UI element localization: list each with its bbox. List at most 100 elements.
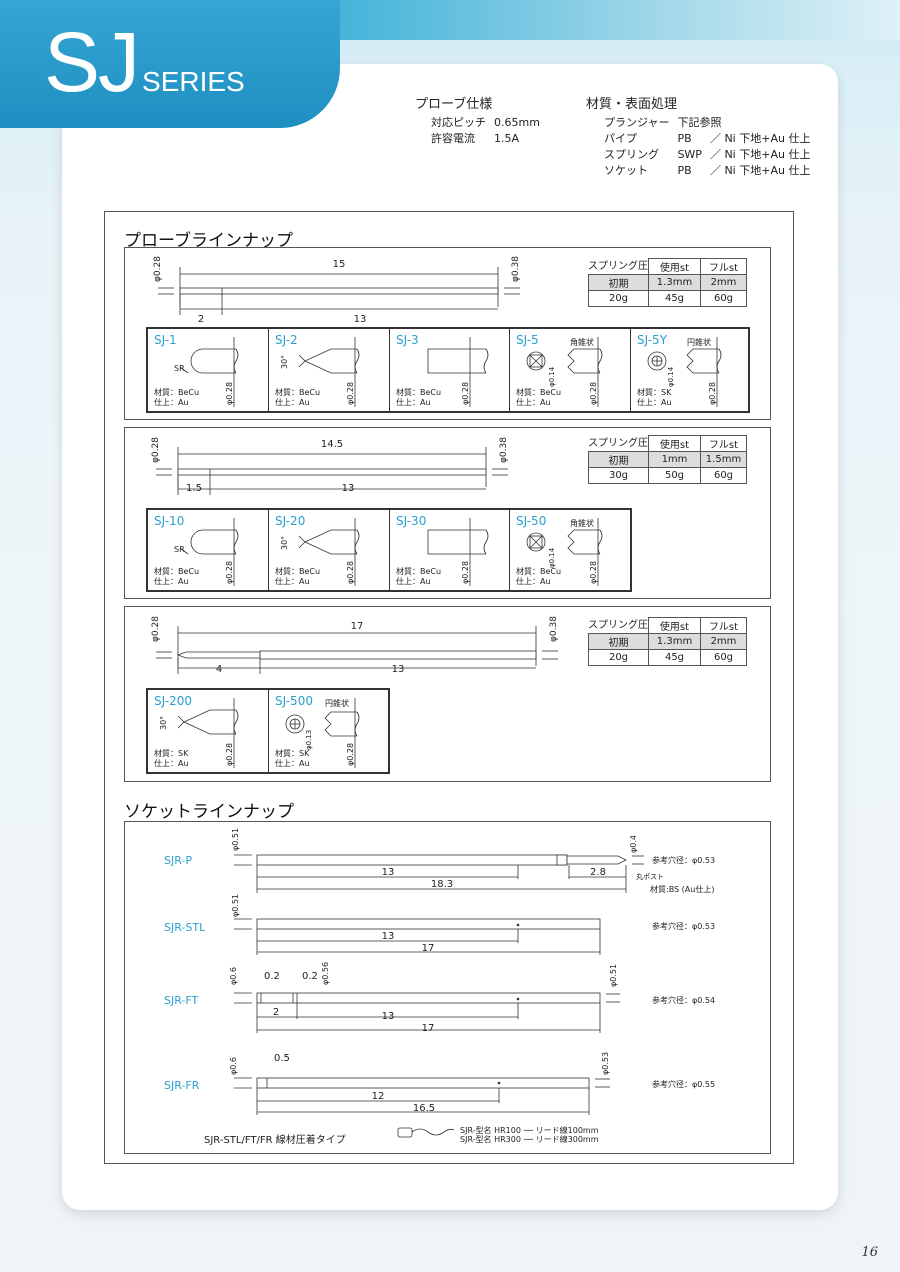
socket-body-length: 12	[372, 1091, 385, 1102]
material-text: 材質：BeCu	[396, 388, 442, 397]
spring-cell: 1.3mm	[648, 633, 701, 650]
tip-name: SJ-500	[275, 694, 313, 708]
spring-cell: 初期	[588, 451, 649, 468]
tip-cone-drawing: 30° φ0.28	[280, 337, 360, 407]
finish-text: 仕上：Au	[516, 577, 551, 586]
dim-right-dia: φ0.38	[549, 616, 559, 642]
dim-right-dia: φ0.38	[499, 437, 509, 463]
angle-label: 30°	[280, 536, 289, 550]
series-label: SERIES	[142, 66, 245, 97]
socket-dia: φ0.51	[231, 894, 240, 917]
spring-pressure-label: スプリング圧	[588, 261, 648, 272]
dim-total: 14.5	[321, 439, 343, 450]
tip-name: SJ-30	[396, 514, 427, 528]
material-text: 材質：SK	[154, 749, 189, 758]
finish-text: 仕上：Au	[275, 577, 310, 586]
tip-small-dia-label: φ0.13	[305, 730, 313, 750]
probe-group-1	[124, 247, 771, 420]
tip-dia-label: φ0.28	[346, 561, 355, 584]
tip-small-dia-label: φ0.14	[548, 366, 556, 387]
socket-name: SJR-STL	[164, 921, 206, 934]
sr-label: SR	[174, 364, 185, 373]
spring-cell: 20g	[588, 649, 649, 666]
tip-name: SJ-200	[154, 694, 192, 708]
tip-pyramid-drawing: 角錐状 φ0.14 φ0.28	[526, 518, 603, 586]
spring-cell: 2mm	[700, 274, 747, 291]
series-code: SJ	[44, 15, 140, 109]
spring-cell: 50g	[648, 467, 701, 484]
spring-header: 使用st	[648, 617, 701, 634]
angle-label: 30°	[280, 355, 289, 369]
probe-body-diagram-3: 17 4 13 φ0.28 φ0.38	[151, 616, 559, 675]
spring-cell: 45g	[648, 649, 701, 666]
dim-total: 17	[351, 621, 364, 632]
spring-cell: 60g	[700, 467, 747, 484]
tip-dia-label: φ0.28	[589, 382, 598, 405]
socket-dia: φ0.6	[229, 967, 238, 985]
sr-label: SR	[174, 545, 185, 554]
tip-cone-crown-drawing: 円錐状 φ0.13 φ0.28	[285, 698, 360, 768]
spring-header: フルst	[700, 617, 747, 634]
material-spec-title: 材質・表面処理	[586, 97, 678, 112]
flange-dim-c: 2	[273, 1007, 279, 1018]
spec-label: 対応ピッチ	[431, 116, 486, 129]
dim-right-dia: φ0.38	[511, 256, 521, 282]
flange-dim-a: 0.2	[264, 971, 280, 982]
flange-dia: φ0.56	[321, 962, 330, 985]
finish-text: 仕上：Au	[154, 759, 189, 768]
material-value: SWP	[677, 148, 702, 161]
dim-left-dia: φ0.28	[153, 256, 163, 282]
material-part: パイプ	[604, 132, 637, 145]
tip-round-drawing: SR φ0.28	[174, 518, 239, 586]
material-finish: ／ Ni 下地+Au 仕上	[709, 132, 811, 145]
spec-value: 1.5A	[494, 132, 520, 145]
tip-cone-crown-drawing: 円錐状 φ0.14 φ0.28	[647, 337, 722, 407]
material-text: 材質：BeCu	[516, 388, 562, 397]
socket-total-length: 17	[422, 1023, 435, 1034]
post-shape-note: 丸ポスト	[636, 872, 664, 881]
socket-name: SJR-FT	[164, 994, 199, 1007]
tip-dia-label: φ0.28	[346, 382, 355, 405]
socket-hole-ref: 参考穴径：φ0.55	[652, 1079, 715, 1089]
spring-cell: 60g	[700, 649, 747, 666]
material-text: 材質：BeCu	[154, 567, 200, 576]
material-part: ソケット	[604, 164, 648, 177]
spring-cell: 60g	[700, 290, 747, 307]
spring-cell: 1.5mm	[700, 451, 747, 468]
finish-text: 仕上：Au	[516, 398, 551, 407]
socket-end-dia: φ0.51	[609, 964, 618, 987]
angle-label: 30°	[159, 716, 168, 730]
material-value: PB	[677, 164, 692, 177]
socket-body-length: 13	[382, 931, 395, 942]
finish-text: 仕上：Au	[154, 577, 189, 586]
spring-header: フルst	[700, 258, 747, 275]
cone-label: 円錐状	[325, 698, 349, 708]
material-finish: ／ Ni 下地+Au 仕上	[709, 148, 811, 161]
tip-dia-label: φ0.28	[461, 382, 470, 405]
material-text: 材質：SK	[275, 749, 310, 758]
dim-first: 4	[216, 664, 222, 675]
cone-label: 円錐状	[687, 337, 711, 347]
probe-lineup-title: プローブラインナップ	[124, 231, 293, 251]
tip-dia-label: φ0.28	[225, 561, 234, 584]
socket-post-dia: φ0.4	[629, 835, 638, 853]
spec-value: 0.65mm	[494, 116, 540, 129]
socket-body-length: 13	[382, 867, 395, 878]
dim-rest: 13	[354, 314, 367, 322]
crimp-type-label: SJR-STL/FT/FR 線材圧着タイプ	[204, 1133, 346, 1146]
